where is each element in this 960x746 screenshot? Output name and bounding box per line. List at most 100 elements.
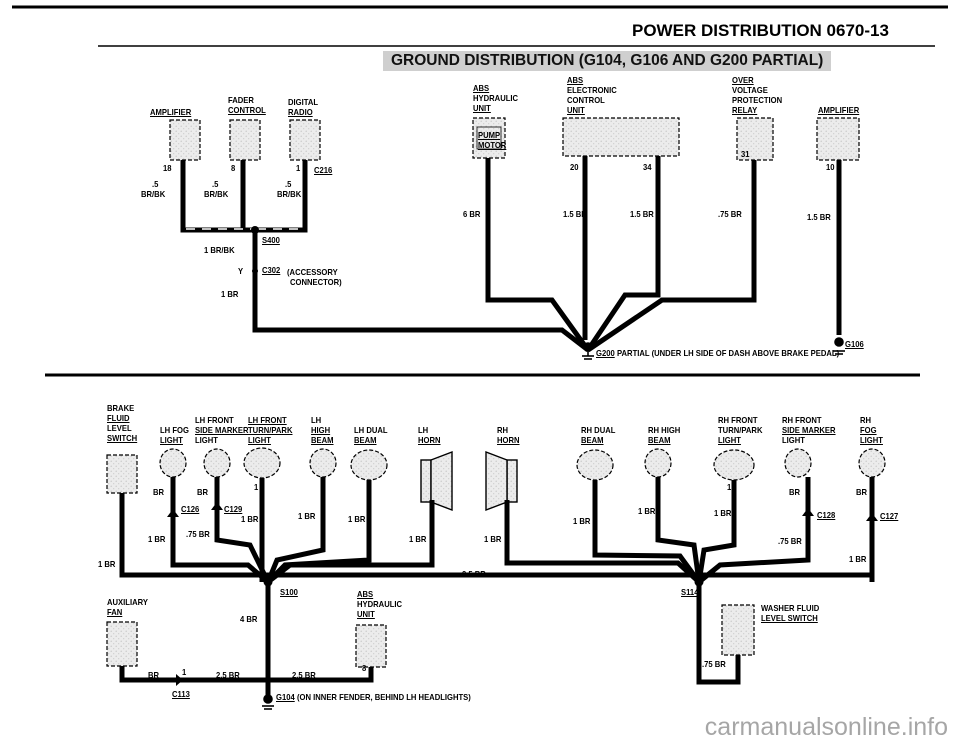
amplifier-left-box [169, 119, 201, 161]
fader-label-2: CONTROL [228, 105, 266, 115]
rhfog-label-3: LIGHT [860, 435, 883, 445]
br-4br: 4 BR [240, 614, 258, 624]
rhhorn-label-2: HORN [497, 435, 520, 445]
br-c128: .75 BR [778, 536, 802, 546]
br-25-aux: 2.5 BR [216, 670, 240, 680]
pin-1-c113: 1 [182, 667, 187, 677]
fader-label-1: FADER [228, 95, 254, 105]
wire-size-1: .5 [152, 179, 159, 189]
top-wiring [180, 156, 842, 353]
abs-hydraulic-box-2 [355, 624, 387, 668]
watermark: carmanualsonline.info [704, 713, 948, 741]
amplifier-left-label: AMPLIFIER [150, 107, 192, 117]
abs-ecu-box [562, 117, 680, 157]
br-lhfog: BR [153, 487, 165, 497]
pin-10: 10 [826, 162, 835, 172]
br-c126: 1 BR [148, 534, 166, 544]
brake-label-4: SWITCH [107, 433, 138, 443]
abs-hyd-label-1: ABS [473, 83, 490, 93]
br-c129: .75 BR [186, 529, 210, 539]
s400-wire-label: 1 BR/BK [204, 245, 235, 255]
page-title: POWER DISTRIBUTION 0670-13 [632, 21, 889, 40]
wire-075br: .75 BR [718, 209, 742, 219]
wire-color-2: BR/BK [204, 189, 229, 199]
washer-fluid-switch-box [721, 604, 755, 656]
pin-1-rhftp: 1 [727, 482, 732, 492]
c129-label: C129 [224, 504, 243, 514]
rhdual-label-2: BEAM [581, 435, 604, 445]
wire-15br-2: 1.5 BR [630, 209, 654, 219]
pin-8-abs: 8 [362, 663, 367, 673]
g104-note: (ON INNER FENDER, BEHIND LH HEADLIGHTS) [297, 692, 471, 702]
br-lhdual: 1 BR [348, 514, 366, 524]
c128-label: C128 [817, 510, 836, 520]
lamps [159, 447, 886, 481]
s114-label: S114 [681, 587, 699, 597]
rhhigh-label-1: RH HIGH [648, 425, 681, 435]
c127-label: C127 [880, 511, 899, 521]
abs2-label-2: HYDRAULIC [357, 599, 403, 609]
br-lhfsm: BR [197, 487, 209, 497]
c302-label: C302 [262, 265, 281, 275]
aux-label-2: FAN [107, 607, 123, 617]
lhhigh-label-3: BEAM [311, 435, 334, 445]
rhftp-label-1: RH FRONT [718, 415, 758, 425]
digital-label-1: DIGITAL [288, 97, 319, 107]
s100-label: S100 [280, 587, 298, 597]
main-25br: 2.5 BR [462, 569, 486, 579]
wire-6br: 6 BR [463, 209, 481, 219]
ovr-label-3: PROTECTION [732, 95, 783, 105]
abs-ecu-label-4: UNIT [567, 105, 585, 115]
washer-label-2: LEVEL SWITCH [761, 613, 818, 623]
c129-symbol [211, 502, 223, 510]
br-rhfog: BR [856, 487, 868, 497]
pin-34: 34 [643, 162, 652, 172]
amplifier-right-box [816, 117, 860, 161]
brake-label-3: LEVEL [107, 423, 132, 433]
lhdual-label-2: BEAM [354, 435, 377, 445]
c216-label: C216 [314, 165, 333, 175]
lhhigh-label-2: HIGH [311, 425, 331, 435]
br-c127: 1 BR [849, 554, 867, 564]
wire-15br-3: 1.5 BR [807, 212, 831, 222]
rhftp-label-2: TURN/PARK [718, 425, 763, 435]
br-rhftp: 1 BR [714, 508, 732, 518]
diagram-title: GROUND DISTRIBUTION (G104, G106 AND G200… [383, 51, 832, 71]
br-lhhorn: 1 BR [409, 534, 427, 544]
component-boxes-bottom [106, 454, 755, 668]
bottom-connectors [167, 502, 878, 686]
abs-hyd-label-3: UNIT [473, 103, 491, 113]
abs-ecu-label-2: ELECTRONIC [567, 85, 617, 95]
rhdual-label-1: RH DUAL [581, 425, 616, 435]
lhfog-label-2: LIGHT [160, 435, 183, 445]
g200-ground-symbol [582, 342, 594, 360]
c302-connector [252, 268, 258, 274]
amplifier-right-label: AMPLIFIER [818, 105, 860, 115]
wire-15br-1: 1.5 BR [563, 209, 587, 219]
g106-label: G106 [845, 339, 864, 349]
rhhigh-label-2: BEAM [648, 435, 671, 445]
pin-31: 31 [741, 149, 750, 159]
s114-splice [694, 577, 704, 587]
c302-wire-label: 1 BR [221, 289, 239, 299]
lhfsm-label-2: SIDE MARKER [195, 425, 249, 435]
y-label: Y [238, 266, 244, 276]
rhfog-label-1: RH [860, 415, 872, 425]
c113-symbol [176, 674, 183, 686]
rhfsm-label-1: RH FRONT [782, 415, 822, 425]
wire-color-1: BR/BK [141, 189, 166, 199]
lhhorn-label-2: HORN [418, 435, 441, 445]
br-rhdual: 1 BR [573, 516, 591, 526]
pin-8: 8 [231, 163, 236, 173]
c127-symbol [866, 513, 878, 521]
rhfsm-label-3: LIGHT [782, 435, 805, 445]
abs-ecu-label-3: CONTROL [567, 95, 605, 105]
g106-ground-symbol [833, 337, 845, 355]
s400-splice [251, 226, 259, 234]
g200-label: G200 [596, 348, 615, 358]
horns [420, 450, 518, 512]
lhfsm-label-1: LH FRONT [195, 415, 234, 425]
pin-20: 20 [570, 162, 579, 172]
rhhorn-label-1: RH [497, 425, 509, 435]
wire-color-3: BR/BK [277, 189, 302, 199]
